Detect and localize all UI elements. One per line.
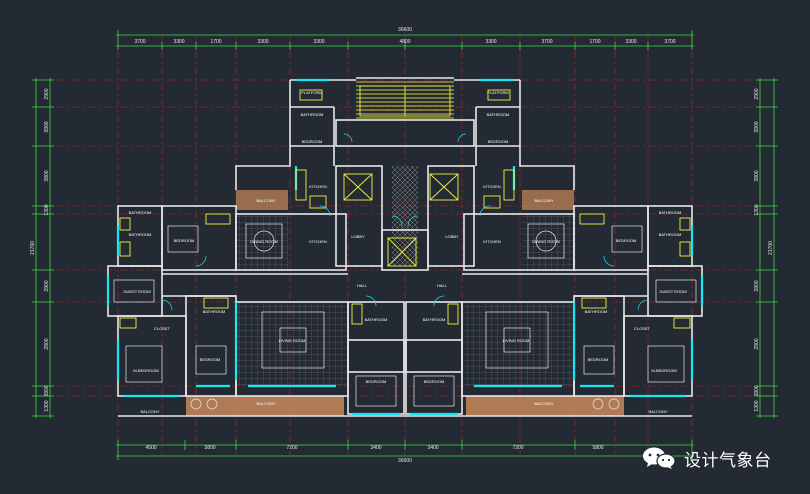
room-label: LIVING ROOM — [503, 338, 530, 343]
room-label: BEDROOM — [424, 379, 445, 384]
watermark-text: 设计气象台 — [684, 450, 772, 471]
svg-text:2900: 2900 — [754, 88, 760, 99]
room-label: LIVING ROOM — [279, 338, 306, 343]
room-label: BALCONY — [256, 401, 275, 406]
room-label: CLOSET — [634, 326, 651, 331]
room-label: BEDROOM — [616, 238, 637, 243]
overall-dimension-bottom: 36600 — [398, 458, 412, 464]
watermark: 设计气象台 — [642, 443, 772, 473]
furniture — [113, 223, 697, 410]
room-label: HALL — [437, 283, 448, 288]
svg-text:21700: 21700 — [768, 241, 774, 255]
svg-text:5800: 5800 — [204, 445, 215, 451]
floor-finishes — [186, 80, 624, 416]
svg-text:2900: 2900 — [44, 88, 50, 99]
room-label: KITCHEN — [309, 239, 327, 244]
svg-text:7200: 7200 — [512, 445, 523, 451]
svg-text:1700: 1700 — [210, 39, 221, 45]
room-label: BATHROOM — [365, 317, 388, 322]
left-dimension-texts: 2900 3900 3800 1300 2800 2800 3900 1300 … — [30, 88, 50, 411]
room-label: CLOSET — [154, 326, 171, 331]
svg-text:3900: 3900 — [754, 121, 760, 132]
room-label: PLATFORM — [487, 90, 508, 95]
room-label: BATHROOM — [129, 210, 152, 215]
svg-text:3400: 3400 — [427, 445, 438, 451]
room-label: GUEST ROOM — [659, 289, 686, 294]
room-label: KITCHEN — [309, 184, 327, 189]
room-label: BEDROOM — [302, 139, 323, 144]
room-label: BATHROOM — [423, 317, 446, 322]
svg-text:2800: 2800 — [754, 338, 760, 349]
room-label: BATHROOM — [301, 112, 324, 117]
svg-text:3300: 3300 — [313, 39, 324, 45]
svg-text:3800: 3800 — [754, 170, 760, 181]
room-label: KITCHEN — [483, 239, 501, 244]
bottom-dimension-texts: 4500 5800 7200 3400 3400 7200 5800 — [145, 445, 603, 451]
room-label: PLATFORM — [301, 90, 322, 95]
svg-text:1300: 1300 — [754, 400, 760, 411]
room-label: BALCONY — [256, 198, 275, 203]
room-label: BEDROOM — [366, 379, 387, 384]
room-labels: PLATFORM PLATFORM BATHROOM BATHROOM BEDR… — [123, 90, 686, 414]
overall-dimension-top: 36600 — [398, 27, 412, 33]
svg-text:1300: 1300 — [754, 204, 760, 215]
room-label: GUEST ROOM — [123, 289, 150, 294]
room-label: BEDROOM — [488, 139, 509, 144]
svg-text:3700: 3700 — [134, 39, 145, 45]
svg-text:3300: 3300 — [257, 39, 268, 45]
room-label: BALCONY — [648, 409, 667, 414]
svg-text:2800: 2800 — [44, 338, 50, 349]
room-label: KITCHEN — [483, 184, 501, 189]
room-label: BEDROOM — [588, 357, 609, 362]
dimension-lines — [32, 30, 778, 460]
top-dimension-texts: 3700 3300 1700 3300 3300 4800 3300 3700 … — [134, 39, 675, 45]
room-label: BALCONY — [534, 401, 553, 406]
svg-text:1300: 1300 — [44, 204, 50, 215]
room-label: BATHROOM — [659, 232, 682, 237]
svg-text:4800: 4800 — [399, 39, 410, 45]
room-label: LOBBY — [351, 234, 365, 239]
svg-text:5800: 5800 — [592, 445, 603, 451]
walls — [107, 77, 703, 417]
room-label: LOBBY — [445, 234, 459, 239]
room-label: DINING ROOM — [250, 239, 278, 244]
room-label: BATHROOM — [487, 112, 510, 117]
svg-text:3700: 3700 — [541, 39, 552, 45]
svg-text:3800: 3800 — [44, 170, 50, 181]
room-label: BALCONY — [140, 409, 159, 414]
svg-text:3900: 3900 — [754, 385, 760, 396]
wechat-icon — [643, 447, 676, 469]
svg-text:3300: 3300 — [485, 39, 496, 45]
svg-text:2800: 2800 — [44, 280, 50, 291]
svg-text:1300: 1300 — [44, 400, 50, 411]
room-label: M-BEDROOM — [651, 368, 676, 373]
room-label: BATHROOM — [129, 232, 152, 237]
fixtures — [119, 85, 691, 329]
svg-text:4500: 4500 — [145, 445, 156, 451]
svg-text:3300: 3300 — [173, 39, 184, 45]
svg-text:3300: 3300 — [625, 39, 636, 45]
room-label: BALCONY — [534, 198, 553, 203]
room-label: BATHROOM — [203, 309, 226, 314]
room-label: BEDROOM — [174, 238, 195, 243]
svg-text:2800: 2800 — [754, 280, 760, 291]
svg-text:3900: 3900 — [44, 385, 50, 396]
room-label: BATHROOM — [585, 309, 608, 314]
right-dimension-texts: 2900 3900 3800 1300 2800 2800 3900 1300 … — [754, 88, 774, 411]
room-label: DINING ROOM — [532, 239, 560, 244]
svg-text:7200: 7200 — [286, 445, 297, 451]
svg-text:1700: 1700 — [589, 39, 600, 45]
svg-text:3900: 3900 — [44, 121, 50, 132]
doors — [161, 133, 649, 311]
svg-text:3700: 3700 — [664, 39, 675, 45]
svg-text:3400: 3400 — [370, 445, 381, 451]
room-label: BATHROOM — [659, 210, 682, 215]
room-label: M-BEDROOM — [133, 368, 158, 373]
room-label: HALL — [357, 283, 368, 288]
room-label: BEDROOM — [200, 357, 221, 362]
svg-text:21700: 21700 — [30, 241, 36, 255]
